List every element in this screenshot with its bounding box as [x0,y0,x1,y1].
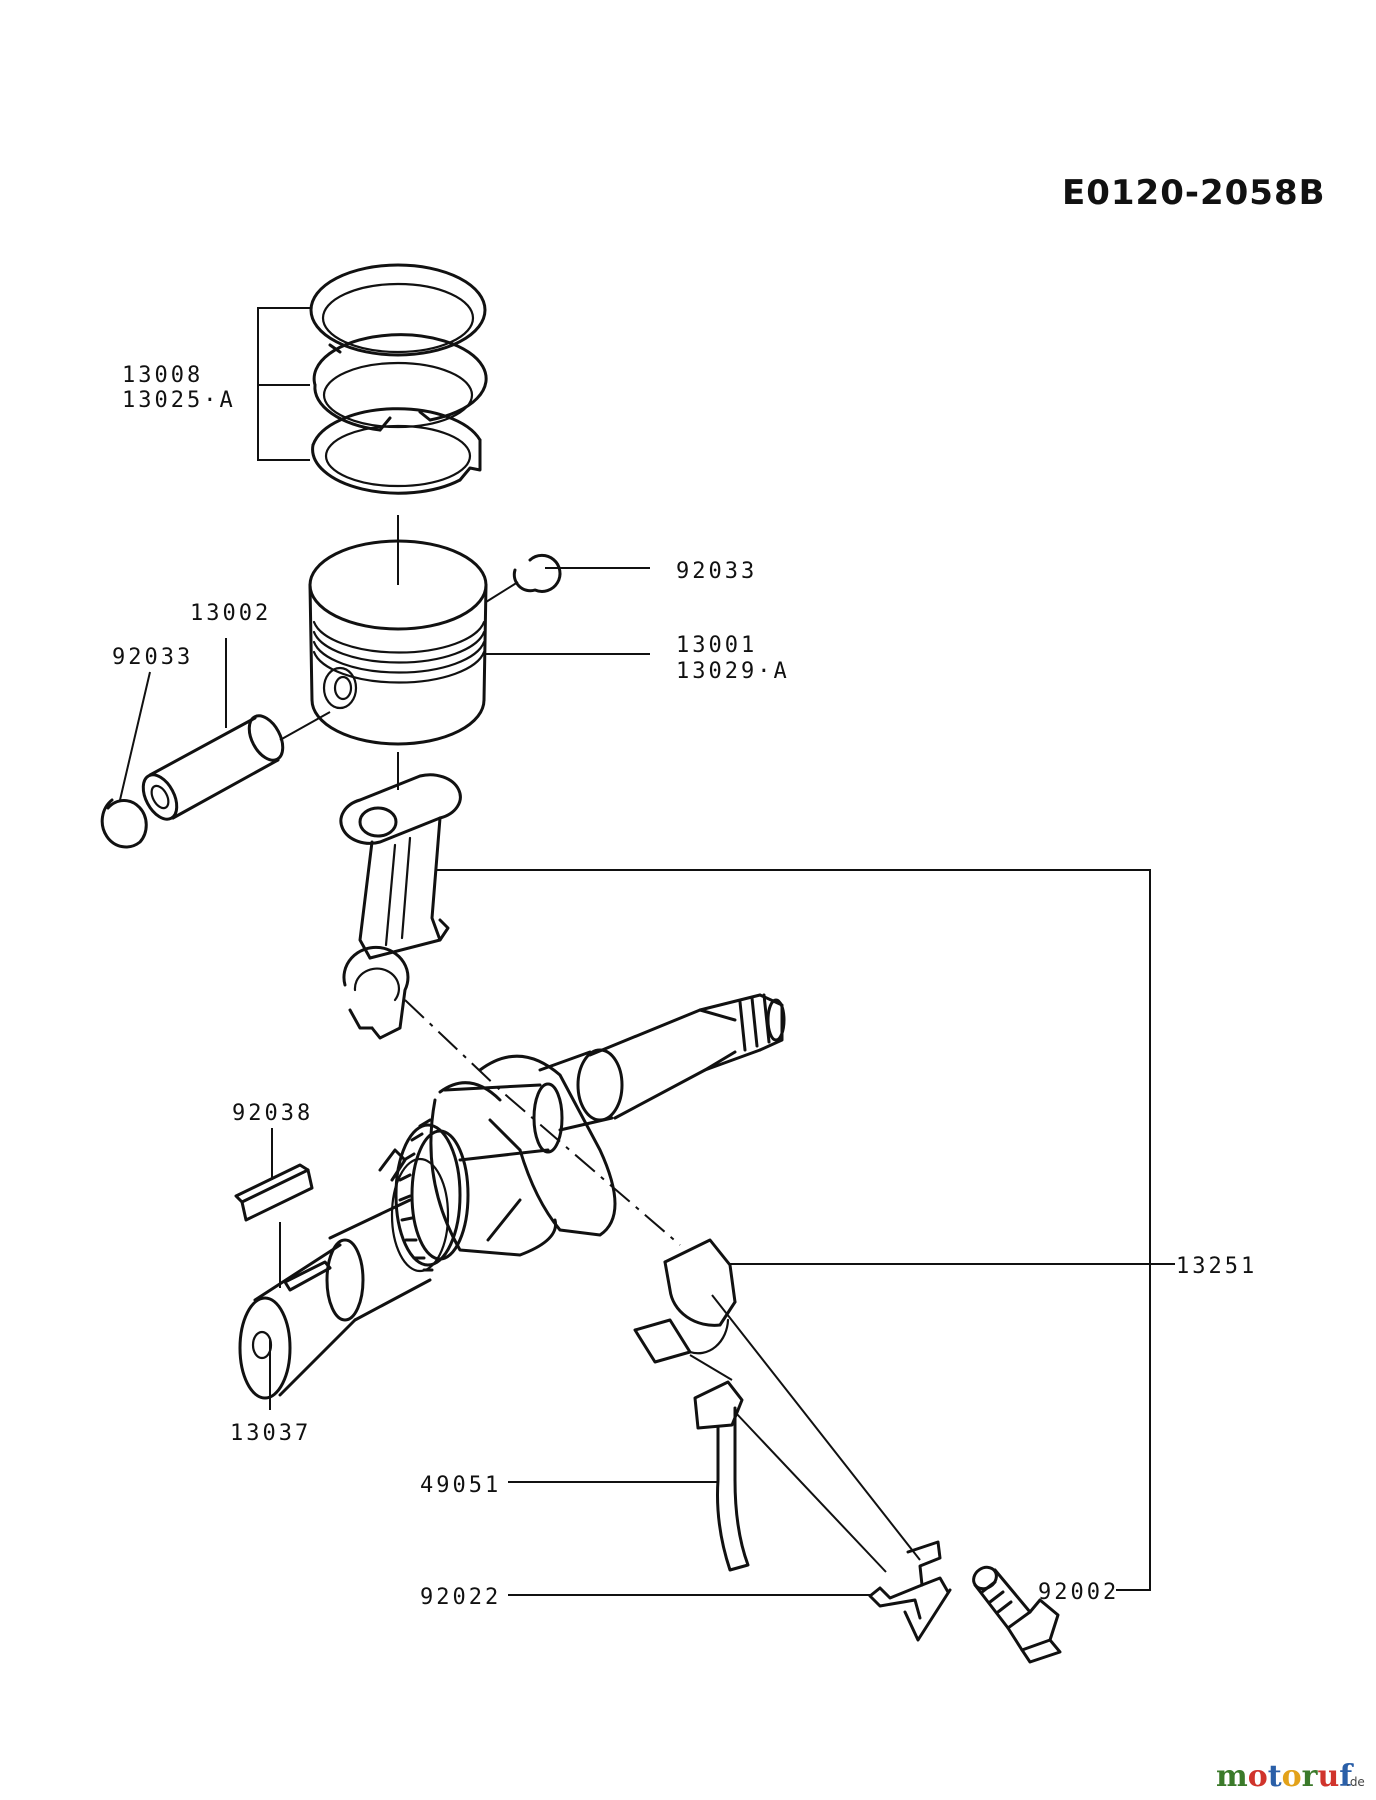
ring-leader-bracket [257,307,310,461]
label-circlip-right: 92033 [676,559,757,584]
wm-suffix: .de [1346,1775,1365,1789]
rod-cap [633,1238,737,1364]
label-key: 92038 [232,1101,313,1126]
circlip-right [512,553,562,593]
dipper-bolt-axis [734,1411,887,1573]
connecting-rod [339,773,462,1040]
label-piston-2: 13029·A [676,659,790,684]
piston [308,539,488,746]
piston-pin [141,714,285,821]
label-piston-ring-2: 13025·A [122,388,236,413]
label-piston-pin: 13002 [190,601,271,626]
piston-rings [309,263,488,495]
wm-letter-t: t [1268,1759,1282,1794]
label-dipper: 49051 [420,1473,501,1498]
circlip-left [100,798,148,849]
cap-bolt-axis [711,1294,921,1561]
cap-dipper-axis [689,1354,733,1381]
label-crankshaft: 13037 [230,1421,311,1446]
wm-letter-o2: o [1282,1759,1302,1794]
label-connecting-rod: 13251 [1176,1254,1257,1279]
wm-letter-o1: o [1248,1759,1268,1794]
pin-axis [279,711,331,741]
label-circlip-left: 92033 [112,645,193,670]
rod-bracket [436,869,1151,1591]
key [234,1163,314,1222]
wm-letter-u: u [1317,1759,1339,1794]
dipper [693,1380,750,1572]
wm-letter-m: m [1216,1759,1248,1794]
circlip-left-leader [119,671,151,801]
watermark: motoruf .de [1216,1759,1365,1794]
svg-text:motoruf: motoruf [1216,1759,1354,1794]
wm-letter-f: f [1339,1759,1354,1794]
wm-letter-r: r [1302,1759,1319,1794]
label-bolt: 92002 [1038,1580,1119,1605]
label-piston-1: 13001 [676,633,757,658]
diagram-code: E0120-2058B [1062,173,1326,213]
crankshaft [238,993,786,1400]
crankpin-centerline [404,999,681,1246]
lock-washer [868,1540,952,1642]
label-lock-washer: 92022 [420,1585,501,1610]
bolt [972,1565,1062,1664]
circlip-right-axis [485,581,519,603]
label-piston-ring-1: 13008 [122,363,203,388]
